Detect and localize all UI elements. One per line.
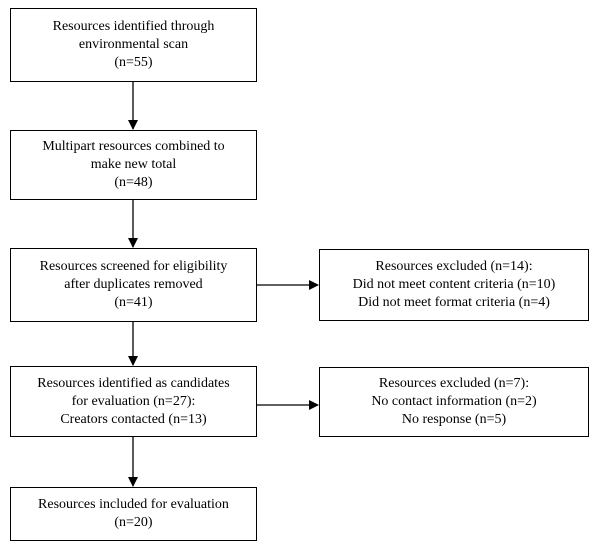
box-candidates: Resources identified as candidates for e… [10, 366, 257, 437]
box-candidates-line-1: Resources identified as candidates [37, 375, 230, 391]
box-combined-line-3: (n=48) [114, 175, 153, 190]
box-identified-line-1: Resources identified through [52, 19, 215, 34]
box-screened-line-2: after duplicates removed [64, 277, 203, 292]
box-identified: Resources identified through environment… [10, 8, 257, 82]
box-included: Resources included for evaluation (n=20) [10, 487, 257, 541]
box-included-line-2: (n=20) [114, 515, 153, 530]
box-excluded-candidates-line-2: No contact information (n=2) [371, 394, 537, 409]
box-included-line-1: Resources included for evaluation [38, 497, 229, 512]
box-excluded-candidates-line-3: No response (n=5) [401, 412, 507, 427]
box-screened: Resources screened for eligibility after… [10, 248, 257, 322]
box-screened-line-1: Resources screened for eligibility [39, 259, 228, 274]
box-excluded-screening: Resources excluded (n=14): Did not meet … [319, 249, 589, 321]
box-candidates-line-2: for evaluation (n=27): [71, 393, 196, 409]
box-candidates-line-3: Creators contacted (n=13) [60, 411, 207, 427]
box-combined-line-2: make new total [90, 157, 177, 172]
box-excluded-screening-line-2: Did not meet content criteria (n=10) [352, 277, 556, 292]
box-identified-line-2: environmental scan [78, 37, 189, 52]
box-combined-line-1: Multipart resources combined to [42, 139, 225, 154]
box-excluded-screening-line-1: Resources excluded (n=14): [375, 259, 533, 274]
box-excluded-candidates-line-1: Resources excluded (n=7): [378, 376, 530, 391]
box-screened-line-3: (n=41) [114, 295, 153, 310]
box-combined: Multipart resources combined to make new… [10, 130, 257, 200]
box-identified-line-3: (n=55) [114, 55, 153, 70]
box-excluded-screening-line-3: Did not meet format criteria (n=4) [358, 295, 550, 310]
box-excluded-candidates: Resources excluded (n=7): No contact inf… [319, 367, 589, 437]
